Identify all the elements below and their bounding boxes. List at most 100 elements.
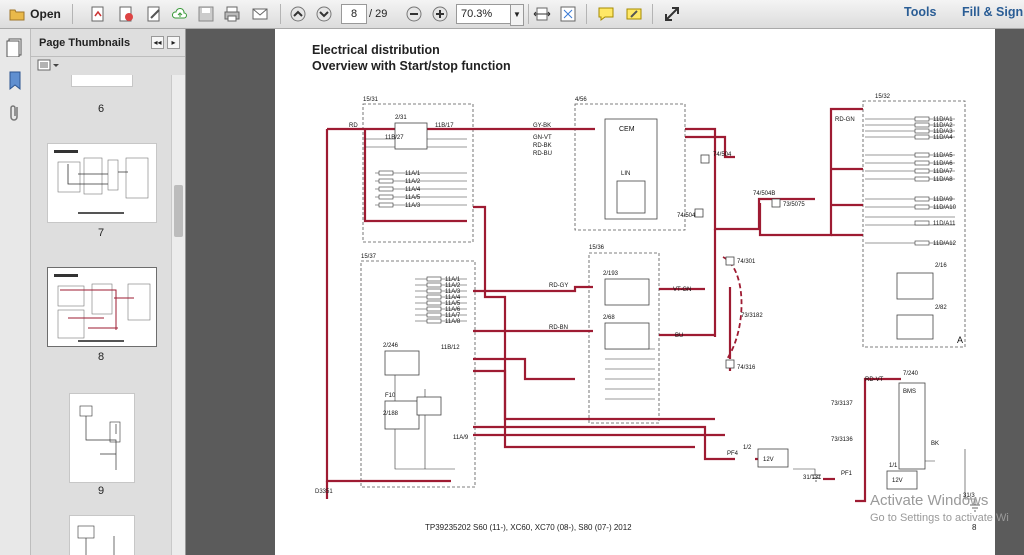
fuse-tag: 11B/12 bbox=[441, 345, 460, 351]
wire-label: BU bbox=[675, 333, 683, 339]
fuse-label: 11A/5 bbox=[445, 301, 461, 307]
thumbnail-label: 6 bbox=[97, 103, 105, 115]
diagram-title: Electrical distribution bbox=[312, 43, 440, 57]
thumbnail-label: 7 bbox=[97, 227, 105, 239]
relay-label: 2/246 bbox=[383, 343, 399, 349]
connector-label: PF1 bbox=[841, 471, 853, 477]
box-label: 4/56 bbox=[575, 97, 587, 103]
cloud-upload-icon[interactable] bbox=[170, 3, 190, 25]
comment-icon[interactable] bbox=[596, 3, 616, 25]
create-pdf-icon[interactable] bbox=[88, 3, 108, 25]
module-label: LIN bbox=[621, 171, 630, 177]
connector-label: 74/504 bbox=[713, 152, 732, 158]
wire-label: RD-GN bbox=[835, 117, 855, 123]
relay-label: 2/193 bbox=[603, 271, 619, 277]
edit-document-icon[interactable] bbox=[144, 3, 164, 25]
fit-page-icon[interactable] bbox=[558, 3, 578, 25]
scrollbar-thumb[interactable] bbox=[174, 185, 183, 237]
box-4-56 bbox=[574, 103, 686, 231]
highlight-icon[interactable] bbox=[624, 3, 644, 25]
thumbnail-label: 9 bbox=[97, 485, 105, 497]
connector-label: 74/504B bbox=[753, 191, 775, 197]
relay-label: 2/82 bbox=[935, 305, 947, 311]
box-15-31 bbox=[362, 103, 474, 243]
fuse-label: 11A/2 bbox=[405, 179, 421, 185]
box-15-32 bbox=[862, 100, 966, 348]
fuse-label: 11A/7 bbox=[445, 313, 461, 319]
close-panel-icon[interactable]: ▸ bbox=[167, 36, 180, 49]
email-icon[interactable] bbox=[250, 3, 270, 25]
thumbnail-page-6[interactable] bbox=[71, 75, 133, 87]
fuse-label: 11D/A7 bbox=[933, 169, 953, 175]
wire-label: GY-BK bbox=[533, 123, 551, 129]
box-label: 15/32 bbox=[875, 94, 891, 100]
box-label: 15/36 bbox=[589, 245, 605, 251]
fuse-label: 11D/A2 bbox=[933, 123, 953, 129]
open-button[interactable]: Open bbox=[4, 3, 66, 25]
connector-label: 1/2 bbox=[743, 445, 752, 451]
folder-icon bbox=[9, 9, 25, 21]
zoom-out-icon[interactable] bbox=[404, 3, 424, 25]
open-button-label: Open bbox=[30, 7, 61, 21]
module-label: BMS bbox=[903, 389, 916, 395]
connector-label: 73/3137 bbox=[831, 401, 853, 407]
relay-label: 2/68 bbox=[603, 315, 615, 321]
wire-label: RD-BK bbox=[533, 143, 552, 149]
relay-label: 2/16 bbox=[935, 263, 947, 269]
collapse-left-icon[interactable]: ◂◂ bbox=[151, 36, 164, 49]
thumbnails-scrollbar[interactable] bbox=[171, 75, 185, 555]
next-page-icon[interactable] bbox=[314, 3, 334, 25]
fuse-label: 11D/A1 bbox=[933, 117, 953, 123]
thumbnail-page-7[interactable] bbox=[47, 143, 157, 223]
tools-button[interactable]: Tools bbox=[904, 5, 937, 19]
thumbnails-title: Page Thumbnails bbox=[39, 37, 131, 49]
module-label: 12V bbox=[892, 478, 903, 484]
fit-width-icon[interactable] bbox=[532, 3, 552, 25]
page-number-input[interactable]: 8 bbox=[341, 4, 367, 24]
wire-label: BK bbox=[931, 441, 939, 447]
fuse-label: 11D/A5 bbox=[933, 153, 953, 159]
zoom-in-icon[interactable] bbox=[430, 3, 450, 25]
fuse-label: 11A/2 bbox=[445, 283, 461, 289]
thumbnail-page-8[interactable] bbox=[47, 267, 157, 347]
print-icon[interactable] bbox=[222, 3, 242, 25]
thumbnail-page-9[interactable] bbox=[69, 393, 135, 483]
wire-label: RD-GY bbox=[549, 283, 568, 289]
fuse-label: 11A/3 bbox=[445, 289, 461, 295]
connector-label: 73/5075 bbox=[783, 202, 805, 208]
page-thumbnails-panel: Page Thumbnails ◂◂ ▸ 6 7 bbox=[31, 29, 186, 555]
connector-label: 73/3136 bbox=[831, 437, 853, 443]
fuse-label: 11A/1 bbox=[445, 277, 461, 283]
fuse-tag: F10 bbox=[385, 393, 396, 399]
connector-label: 73/3182 bbox=[741, 313, 763, 319]
bookmark-icon[interactable] bbox=[7, 71, 23, 94]
box-15-36 bbox=[588, 252, 660, 424]
previous-page-icon[interactable] bbox=[288, 3, 308, 25]
thumbnail-page-10[interactable] bbox=[69, 515, 135, 555]
connector-label: 31/131 bbox=[803, 475, 822, 481]
page-thumbnails-icon[interactable] bbox=[6, 37, 24, 60]
document-reference: D3351 bbox=[315, 489, 333, 495]
fuse-label: 11D/A9 bbox=[933, 197, 953, 203]
thumbnails-list: 6 7 8 bbox=[31, 75, 185, 555]
document-view[interactable]: Electrical distribution Overview with St… bbox=[186, 29, 1024, 555]
expand-icon[interactable] bbox=[662, 3, 682, 25]
box-15-37 bbox=[360, 260, 476, 488]
settings-pdf-icon[interactable] bbox=[116, 3, 136, 25]
diagram-subtitle: Overview with Start/stop function bbox=[312, 59, 511, 73]
zoom-level-input[interactable]: 70.3% bbox=[456, 4, 512, 24]
thumbnail-options-icon[interactable] bbox=[37, 59, 59, 75]
attachment-icon[interactable] bbox=[7, 103, 23, 128]
module-label: CEM bbox=[619, 126, 635, 133]
wiring-diagram: 15/31 4/56 15/32 15/36 15/37 7/240 bbox=[325, 94, 980, 512]
wire-label: VT-GN bbox=[673, 287, 691, 293]
box-label: 15/31 bbox=[363, 97, 379, 103]
main-toolbar: Open 8 / 29 70.3% ▼ bbox=[0, 0, 1024, 29]
wire-label: RD-BU bbox=[533, 151, 552, 157]
save-icon[interactable] bbox=[196, 3, 216, 25]
activation-watermark-subtitle: Go to Settings to activate Wi bbox=[870, 512, 1009, 524]
zoom-dropdown-icon[interactable]: ▼ bbox=[510, 4, 524, 26]
fill-sign-button[interactable]: Fill & Sign bbox=[962, 5, 1024, 19]
box-label: 15/37 bbox=[361, 254, 377, 260]
fuse-tag: 11A/9 bbox=[453, 435, 469, 441]
